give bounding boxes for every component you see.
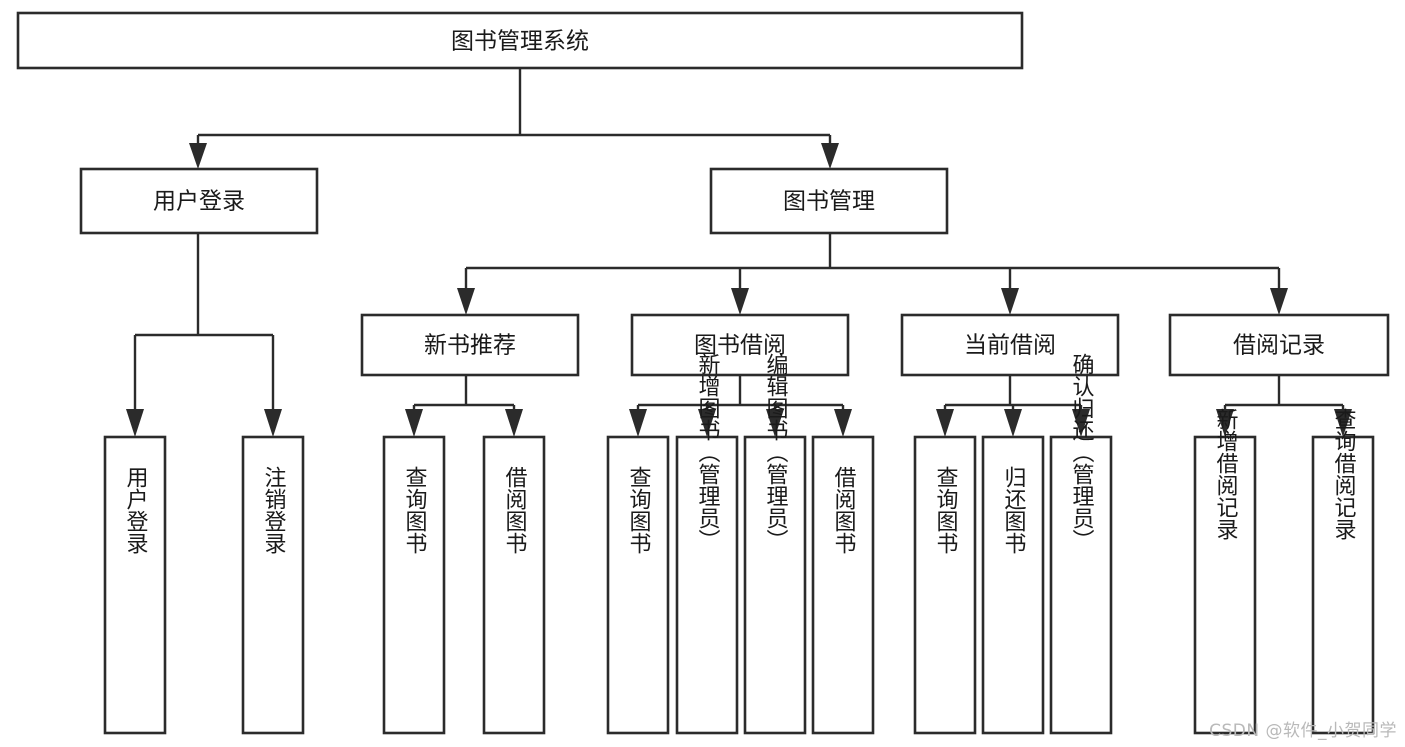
leaf-borrow-record-2[interactable]: 查询借阅记录 xyxy=(1311,408,1375,735)
arrow-to-newbook xyxy=(457,288,475,315)
leaf-user-login-1-box[interactable] xyxy=(103,435,167,735)
node-book-management-box[interactable] xyxy=(709,167,949,235)
node-book-borrow-label: 图书借阅 xyxy=(694,333,786,359)
node-borrow-record-box[interactable] xyxy=(1168,313,1390,377)
leaf-new-book-1[interactable]: 查询图书 xyxy=(382,435,446,735)
leaf-current-borrow-3-box[interactable] xyxy=(1049,435,1113,735)
leaf-user-login-2-label: 注销登录 xyxy=(261,466,287,554)
arrow-to-userlogin xyxy=(189,143,207,169)
node-root-box[interactable] xyxy=(16,11,1024,70)
leaf-current-borrow-2[interactable]: 归还图书 xyxy=(981,435,1045,735)
arrow-to-bookmgmt xyxy=(821,143,839,169)
arrow-bookborrow-leaf-2 xyxy=(698,409,716,437)
leaf-new-book-1-label: 查询图书 xyxy=(402,466,428,554)
arrow-bookborrow-leaf-3 xyxy=(766,409,784,437)
arrow-newbook-leaf-1 xyxy=(405,409,423,437)
leaf-current-borrow-1[interactable]: 查询图书 xyxy=(913,435,977,735)
node-borrow-record-label: 借阅记录 xyxy=(1233,333,1325,359)
leaf-book-borrow-2-box[interactable] xyxy=(675,435,739,735)
arrow-to-currentborrow xyxy=(1001,288,1019,315)
node-current-borrow-box[interactable] xyxy=(900,313,1120,377)
leaf-current-borrow-3-label: 确认归还（管理员） xyxy=(1069,353,1095,551)
leaf-user-login-2[interactable]: 注销登录 xyxy=(241,435,305,735)
arrow-bookborrow-leaf-4 xyxy=(834,409,852,437)
leaf-book-borrow-4-label: 借阅图书 xyxy=(831,466,857,554)
leaf-current-borrow-1-box[interactable] xyxy=(913,435,977,735)
leaf-book-borrow-4[interactable]: 借阅图书 xyxy=(811,435,875,735)
leaf-book-borrow-1[interactable]: 查询图书 xyxy=(606,435,670,735)
arrow-bookborrow-leaf-1 xyxy=(629,409,647,437)
leaf-current-borrow-1-label: 查询图书 xyxy=(933,466,959,554)
node-new-book-recommend[interactable]: 新书推荐 xyxy=(360,313,580,377)
leaf-borrow-record-1-box[interactable] xyxy=(1193,435,1257,735)
node-book-management-label: 图书管理 xyxy=(783,189,875,215)
node-new-book-recommend-box[interactable] xyxy=(360,313,580,377)
arrow-currentborrow-leaf-2 xyxy=(1004,409,1022,437)
leaf-user-login-2-box[interactable] xyxy=(241,435,305,735)
leaf-current-borrow-2-label: 归还图书 xyxy=(1001,466,1027,554)
node-book-borrow[interactable]: 图书借阅 xyxy=(630,313,850,377)
leaf-book-borrow-2[interactable]: 新增图书（管理员） xyxy=(675,353,739,735)
leaf-current-borrow-3[interactable]: 确认归还（管理员） xyxy=(1049,353,1113,735)
node-current-borrow[interactable]: 当前借阅 xyxy=(900,313,1120,377)
arrow-to-bookborrow xyxy=(731,288,749,315)
leaf-book-borrow-1-label: 查询图书 xyxy=(626,466,652,554)
leaf-book-borrow-3[interactable]: 编辑图书（管理员） xyxy=(743,353,807,735)
leaf-new-book-2[interactable]: 借阅图书 xyxy=(482,435,546,735)
arrow-userlogin-leaf-2 xyxy=(264,409,282,437)
node-user-login-box[interactable] xyxy=(79,167,319,235)
leaf-borrow-record-1-label: 新增借阅记录 xyxy=(1213,408,1239,540)
leaf-book-borrow-1-box[interactable] xyxy=(606,435,670,735)
leaf-book-borrow-3-label: 编辑图书（管理员） xyxy=(763,353,789,551)
node-root[interactable]: 图书管理系统 xyxy=(16,11,1024,70)
node-user-login[interactable]: 用户登录 xyxy=(79,167,319,235)
arrow-currentborrow-leaf-1 xyxy=(936,409,954,437)
leaf-user-login-1[interactable]: 用户登录 xyxy=(103,435,167,735)
node-root-label: 图书管理系统 xyxy=(451,29,589,55)
leaf-book-borrow-3-box[interactable] xyxy=(743,435,807,735)
leaf-book-borrow-2-label: 新增图书（管理员） xyxy=(695,353,721,551)
arrow-to-borrowrecord xyxy=(1270,288,1288,315)
arrow-currentborrow-leaf-3 xyxy=(1072,409,1090,437)
arrow-borrowrecord-leaf-1 xyxy=(1216,409,1234,437)
node-borrow-record[interactable]: 借阅记录 xyxy=(1168,313,1390,377)
node-book-borrow-box[interactable] xyxy=(630,313,850,377)
arrow-borrowrecord-leaf-2 xyxy=(1334,409,1352,437)
edges-layer xyxy=(126,68,1352,437)
arrow-userlogin-leaf-1 xyxy=(126,409,144,437)
node-user-login-label: 用户登录 xyxy=(153,189,245,215)
csdn-watermark: CSDN @软件_小贺同学 xyxy=(1209,721,1397,741)
leaf-borrow-record-2-box[interactable] xyxy=(1311,435,1375,735)
leaf-user-login-1-label: 用户登录 xyxy=(123,466,149,554)
leaf-new-book-1-box[interactable] xyxy=(382,435,446,735)
arrow-newbook-leaf-2 xyxy=(505,409,523,437)
leaf-current-borrow-2-box[interactable] xyxy=(981,435,1045,735)
leaf-new-book-2-box[interactable] xyxy=(482,435,546,735)
node-new-book-recommend-label: 新书推荐 xyxy=(424,333,516,359)
leaf-borrow-record-2-label: 查询借阅记录 xyxy=(1331,408,1357,540)
node-book-management[interactable]: 图书管理 xyxy=(709,167,949,235)
leaf-borrow-record-1[interactable]: 新增借阅记录 xyxy=(1193,408,1257,735)
leaf-new-book-2-label: 借阅图书 xyxy=(502,466,528,554)
node-current-borrow-label: 当前借阅 xyxy=(964,333,1056,359)
leaf-book-borrow-4-box[interactable] xyxy=(811,435,875,735)
